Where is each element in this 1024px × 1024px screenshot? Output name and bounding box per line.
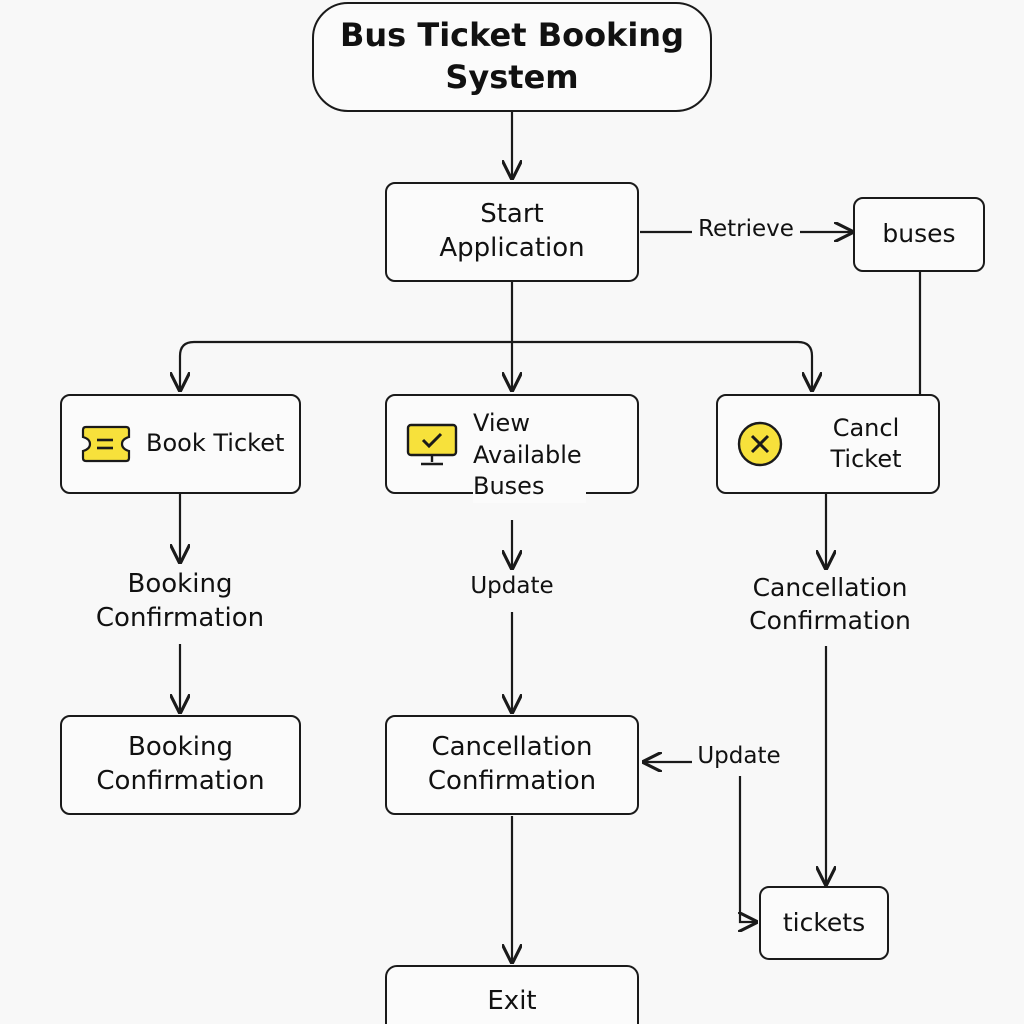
exit-node[interactable]: Exit	[385, 965, 639, 1024]
title-node: Bus Ticket Booking System	[312, 2, 712, 112]
cancel-ticket-label: Cancl Ticket	[830, 413, 902, 473]
book-ticket-node[interactable]: Book Ticket	[60, 394, 301, 494]
view-available-buses-node[interactable]: View Available Buses	[385, 394, 639, 504]
retrieve-label: Retrieve	[693, 215, 799, 245]
book-ticket-label: Book Ticket	[146, 429, 285, 458]
view-available-buses-label: View Available Buses	[473, 408, 586, 504]
arrow-branch-to-book	[180, 340, 512, 390]
arrow-update-to-tickets	[740, 776, 756, 922]
arrow-branch-to-cancel	[512, 340, 812, 390]
tickets-node[interactable]: tickets	[759, 886, 889, 960]
cancel-ticket-node[interactable]: Cancl Ticket	[716, 394, 940, 494]
buses-node[interactable]: buses	[853, 197, 985, 272]
start-application-node[interactable]: Start Application	[385, 182, 639, 282]
x-circle-icon	[736, 420, 784, 468]
booking-confirmation-node[interactable]: Booking Confirmation	[60, 715, 301, 815]
ticket-icon	[80, 424, 132, 464]
update-label-center: Update	[452, 572, 572, 602]
booking-confirmation-label: Booking Confirmation	[70, 568, 290, 636]
cancellation-confirmation-node[interactable]: Cancellation Confirmation	[385, 715, 639, 815]
monitor-check-icon	[405, 422, 459, 468]
cancellation-confirmation-label: Cancellation Confirmation	[716, 572, 944, 637]
update-label-right: Update	[692, 742, 786, 772]
